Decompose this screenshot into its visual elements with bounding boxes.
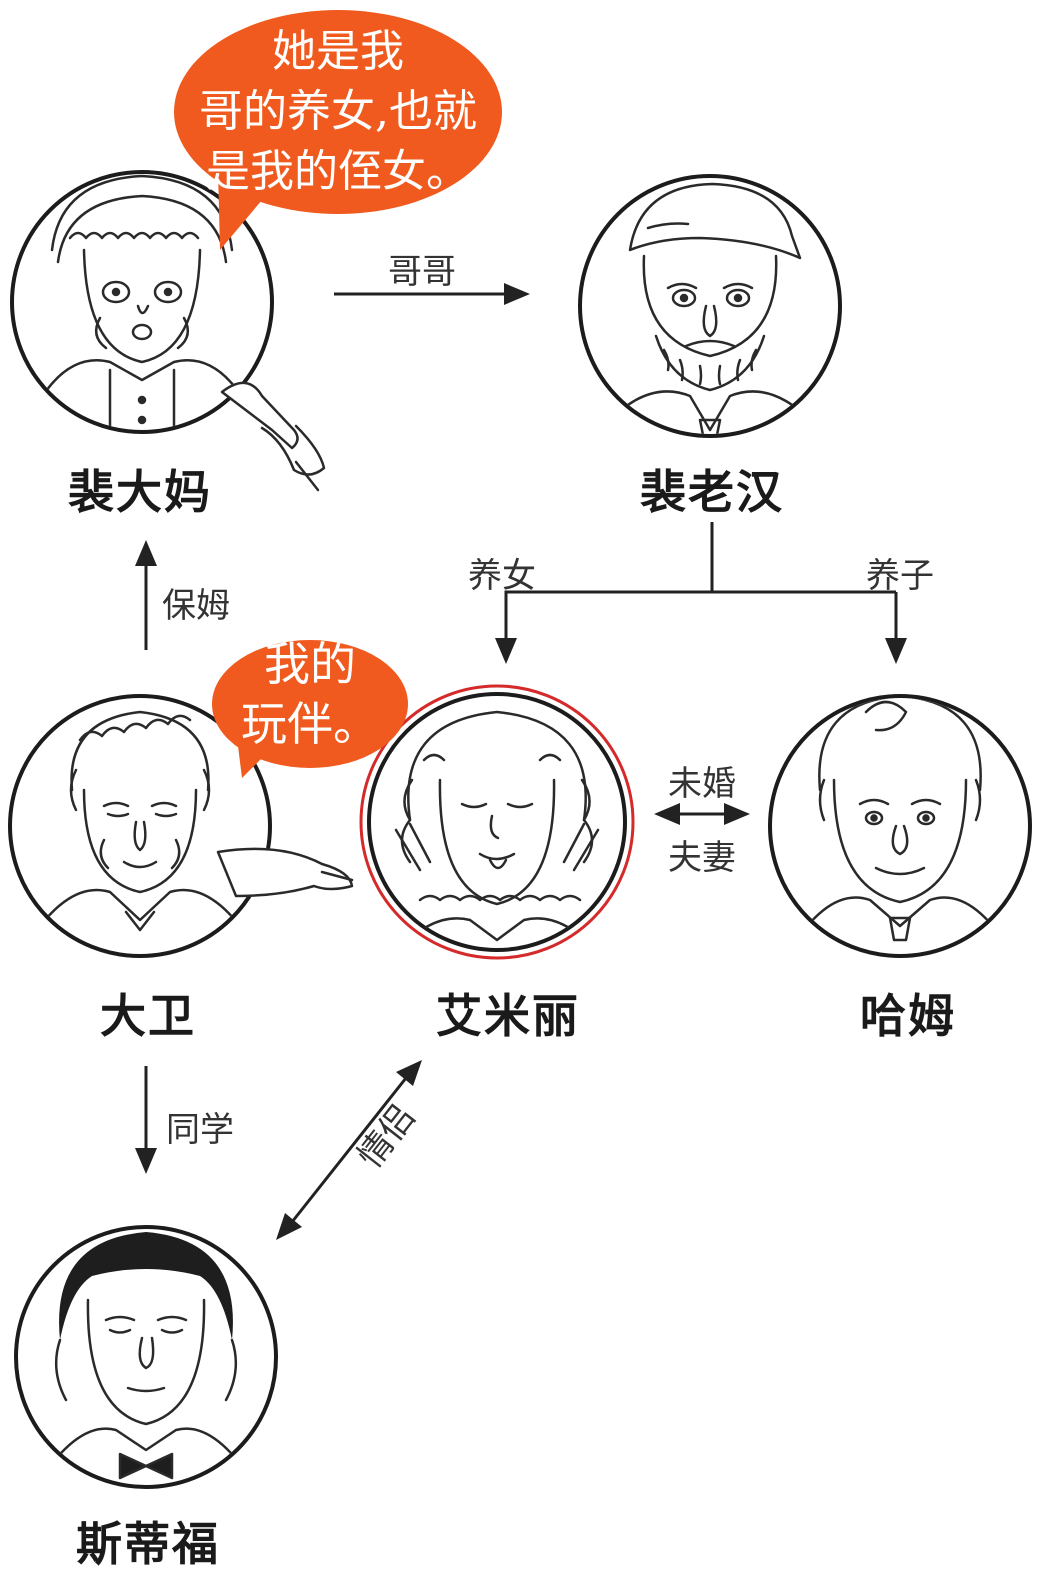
name-ham: 哈姆 xyxy=(860,989,956,1043)
portrait-david xyxy=(8,694,354,958)
bubble-pei-damu-line-1: 她是我 xyxy=(272,26,404,77)
relation-engaged-line-1: 未婚 xyxy=(668,764,736,804)
portrait-emily xyxy=(359,684,635,960)
speech-bubble-david-shape xyxy=(212,640,408,778)
relation-engaged-line-2: 夫妻 xyxy=(668,838,736,878)
name-steerforth: 斯蒂福 xyxy=(76,1517,220,1571)
speech-bubble-pei-damu-shape xyxy=(174,10,502,250)
speech-bubble-pei-damu: 她是我 哥的养女,也就 是我的侄女。 xyxy=(174,22,502,202)
nanny-arrowhead xyxy=(135,540,157,566)
portrait-steerforth xyxy=(14,1225,278,1489)
adopted-son-arrowhead xyxy=(885,638,907,664)
portrait-ham xyxy=(768,694,1032,958)
pei-damu-pointing-arm xyxy=(220,381,326,492)
portrait-pei-laohan xyxy=(578,174,842,438)
name-david: 大卫 xyxy=(100,989,196,1043)
engaged-arrowhead-left xyxy=(654,803,680,825)
lovers-arrowhead-bottom xyxy=(276,1213,302,1240)
bubble-pei-damu-line-2: 哥的养女,也就 xyxy=(199,86,477,137)
emily-highlight-ring xyxy=(359,684,635,960)
lovers-arrowhead-top xyxy=(396,1060,422,1086)
classmate-arrowhead xyxy=(135,1148,157,1174)
name-pei-laohan: 裴老汉 xyxy=(640,465,784,519)
portrait-pei-damu xyxy=(10,170,326,492)
brother-arrowhead xyxy=(504,283,530,305)
relation-adopted-son: 养子 xyxy=(866,556,934,596)
relation-adopted-daughter: 养女 xyxy=(468,556,536,596)
name-pei-damu: 裴大妈 xyxy=(68,465,212,519)
relation-classmate: 同学 xyxy=(166,1110,234,1150)
bubble-pei-damu-line-3: 是我的侄女。 xyxy=(206,146,470,197)
relation-brother: 哥哥 xyxy=(388,252,456,292)
bubble-david-line-2: 玩伴。 xyxy=(241,697,379,751)
relation-nanny: 保姆 xyxy=(162,586,230,626)
family-tree-branch xyxy=(504,522,714,642)
engaged-arrowhead-right xyxy=(724,803,750,825)
lovers-arrow-line xyxy=(290,1077,408,1223)
adopted-daughter-arrowhead xyxy=(495,638,517,664)
bubble-david-line-1: 我的 xyxy=(264,637,356,691)
name-emily: 艾米丽 xyxy=(436,989,580,1043)
connectors xyxy=(135,283,907,1240)
david-pointing-arm xyxy=(216,847,354,898)
speech-bubble-david: 我的 玩伴。 xyxy=(226,634,394,754)
